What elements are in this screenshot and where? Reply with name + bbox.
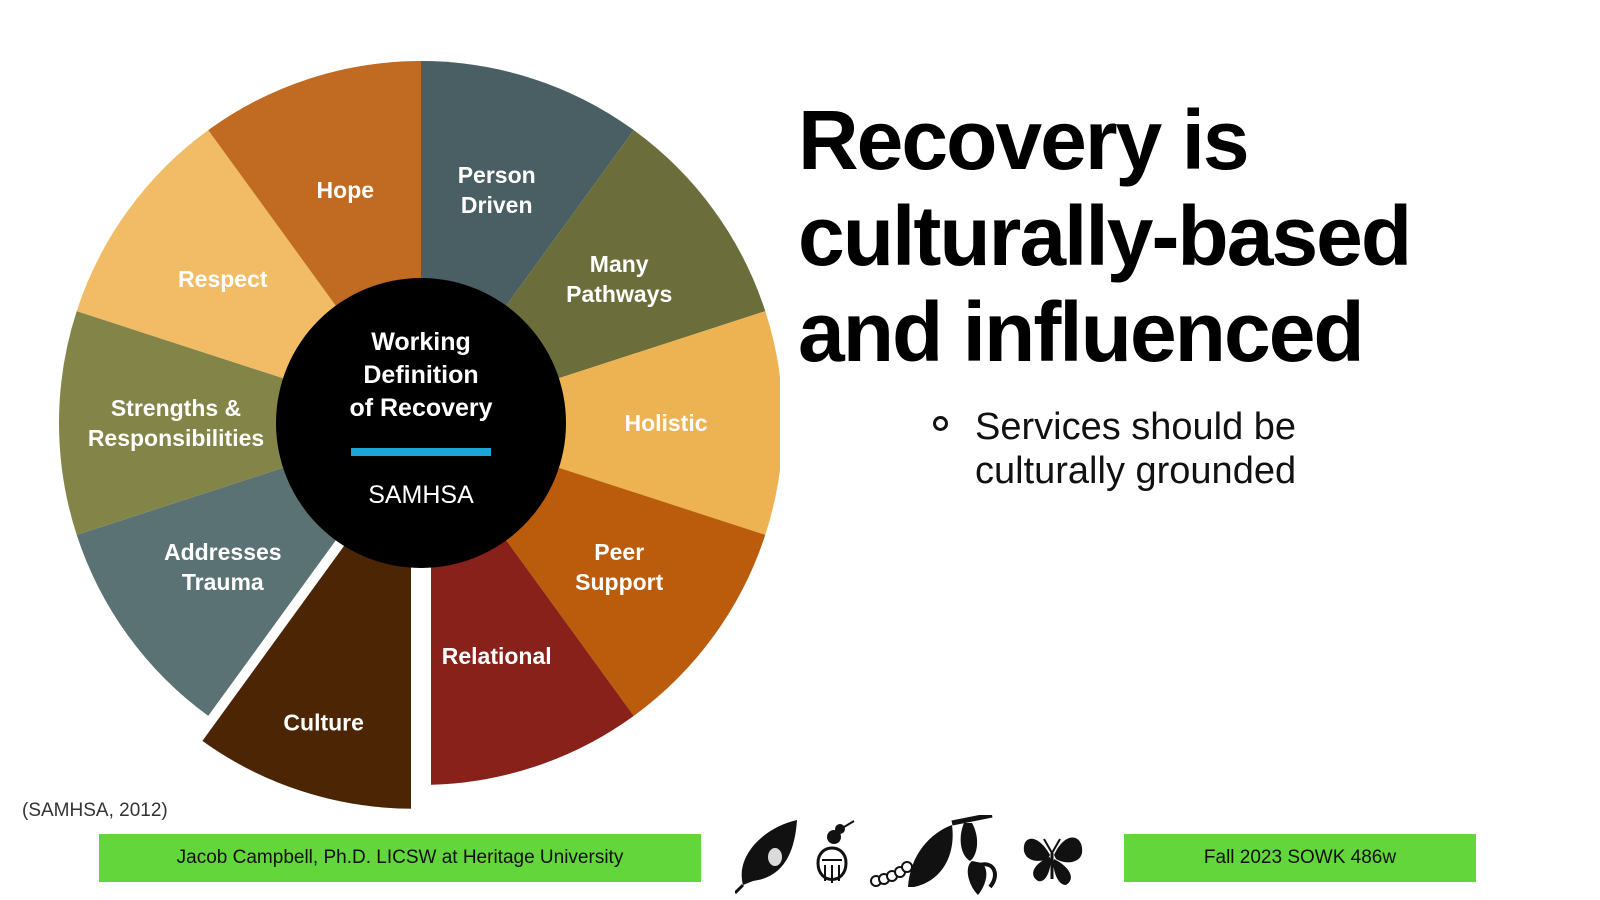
wheel-segment-strengths-responsibilities	[58, 311, 421, 535]
center-subtitle: SAMHSA	[368, 481, 474, 509]
hatching-egg-icon	[816, 820, 855, 883]
footer-author: Jacob Campbell, Ph.D. LICSW at Heritage …	[99, 834, 701, 882]
segment-label-hope: Hope	[317, 177, 375, 203]
citation: (SAMHSA, 2012)	[22, 800, 168, 821]
leaf-egg-icon	[735, 820, 797, 895]
segment-label-holistic: Holistic	[624, 410, 707, 436]
bullet-marker-icon	[933, 416, 948, 431]
bullet-line-1: Services should be	[975, 406, 1297, 448]
bullet-line-2: culturally grounded	[975, 450, 1297, 492]
butterfly-icon	[1023, 837, 1083, 885]
bullet-item: Services should be culturally grounded	[975, 405, 1296, 493]
footer-course: Fall 2023 SOWK 486w	[1124, 834, 1476, 882]
center-hub	[276, 278, 566, 568]
wheel-segment-highlight	[208, 571, 405, 808]
segment-label-culture: Culture	[283, 710, 364, 736]
title-line-3: and influenced	[798, 285, 1365, 379]
chrysalis-icon	[951, 815, 997, 895]
caterpillar-leaf-icon	[870, 825, 953, 887]
slide-title: Recovery is culturally-based and influen…	[798, 92, 1412, 380]
segment-label-relational: Relational	[442, 643, 552, 669]
segment-label-strengths-responsibilities: Strengths &Responsibilities	[88, 395, 264, 451]
lifecycle-icons	[735, 815, 1083, 895]
center-divider	[351, 448, 491, 456]
segment-label-respect: Respect	[178, 266, 268, 292]
title-line-2: culturally-based	[798, 189, 1412, 283]
wheel-segment-holistic	[421, 311, 780, 535]
title-line-1: Recovery is	[798, 93, 1250, 187]
